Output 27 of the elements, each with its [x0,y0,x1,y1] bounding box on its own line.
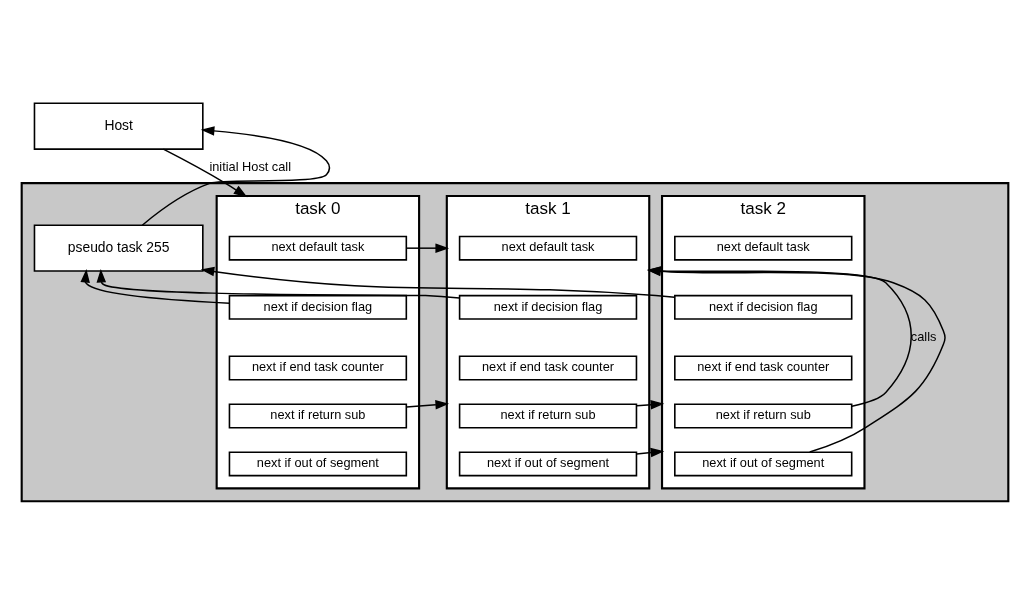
arrow [141,125,331,226]
node-box: next if decision flag [674,294,853,320]
node-box: next if out of segment [458,450,638,476]
node-box: next if end task counter [458,355,638,381]
node-box: next if end task counter [228,355,408,381]
node-box: pseudo task 255 [33,223,204,272]
node-box: next default task [458,235,638,261]
node-box: next if return sub [458,402,638,428]
arrow [405,242,450,253]
arrow [96,268,461,299]
node-box: next if decision flag [228,294,408,320]
arrow [80,268,231,304]
node-box: next if end task counter [674,355,853,381]
node-box: next if out of segment [228,450,408,476]
arrow [635,399,665,409]
node-box: next if decision flag [458,294,638,320]
arrow [162,147,248,197]
edge-label: initial Host call [209,158,292,174]
node-box: Host [33,101,204,150]
arrow [635,447,665,457]
cluster [20,181,1010,502]
arrow [405,399,450,409]
node-box: next default task [228,235,408,261]
node-box: next if out of segment [674,450,853,476]
node-box: next default task [674,235,853,261]
node-box: next if return sub [228,402,408,428]
node-box: next if return sub [674,402,853,428]
